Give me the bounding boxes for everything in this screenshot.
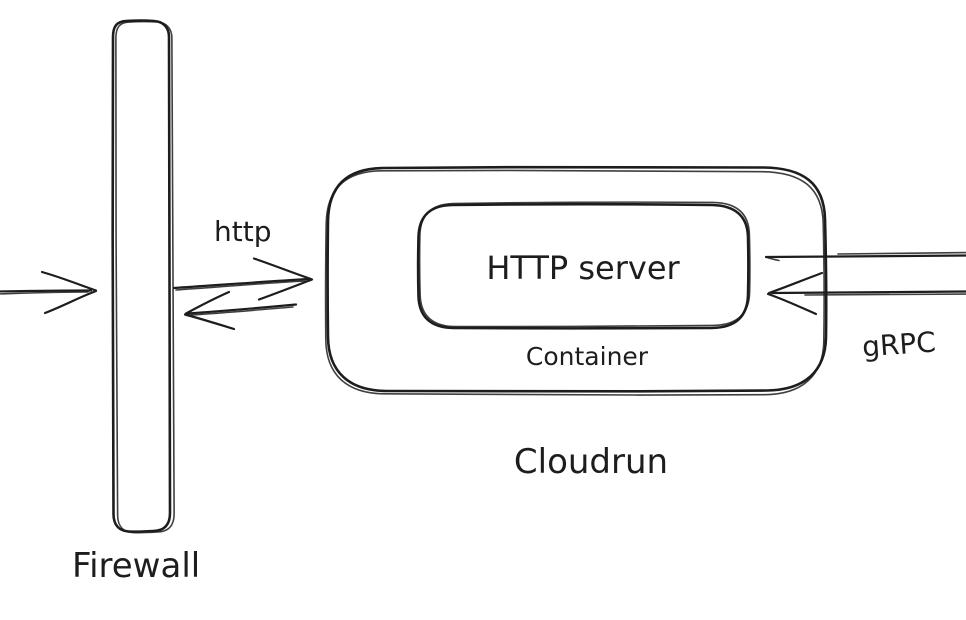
cloudrun-shape [326, 165, 828, 393]
http-response-arrow [183, 290, 298, 331]
container-shape-overdraw [418, 201, 751, 328]
grpc-line-top-stroke [764, 254, 966, 259]
grpc-line-top-overdraw [837, 251, 966, 255]
http-request-shaft [172, 277, 311, 290]
http-edge-label: http [214, 215, 271, 248]
cloudrun-label: Cloudrun [514, 442, 668, 482]
firewall-shape-overdraw [115, 20, 175, 534]
http-request-arrow [172, 257, 314, 301]
grpc-arrow [766, 271, 966, 316]
firewall-label: Firewall [72, 546, 200, 586]
firewall-shape [111, 19, 172, 534]
grpc-arrowhead [766, 271, 824, 316]
cloudrun-node [324, 165, 828, 396]
http-response-shaft [186, 303, 298, 315]
grpc-arrow-shaft-overdraw [804, 293, 966, 296]
grpc-line-top [764, 251, 966, 262]
container-label: Container [526, 342, 649, 371]
container-node [416, 201, 751, 330]
inbound-arrow-shaft-overdraw [0, 291, 89, 295]
inbound-arrow-shaft [0, 289, 93, 293]
cloudrun-shape-overdraw [324, 169, 825, 396]
container-shape [416, 202, 750, 330]
inbound-arrow [0, 270, 98, 315]
http-request-arrowhead [252, 257, 314, 301]
inbound-arrowhead [40, 270, 98, 315]
firewall-node [111, 19, 175, 534]
grpc-arrow-shaft [770, 290, 966, 295]
grpc-edge-label: gRPC [861, 325, 937, 363]
grpc-line-top-tick [765, 256, 780, 262]
http-server-label: HTTP server [486, 249, 680, 287]
http-response-shaft-overdraw [190, 306, 294, 316]
http-request-shaft-overdraw [175, 280, 307, 291]
http-response-arrowhead [183, 290, 236, 331]
